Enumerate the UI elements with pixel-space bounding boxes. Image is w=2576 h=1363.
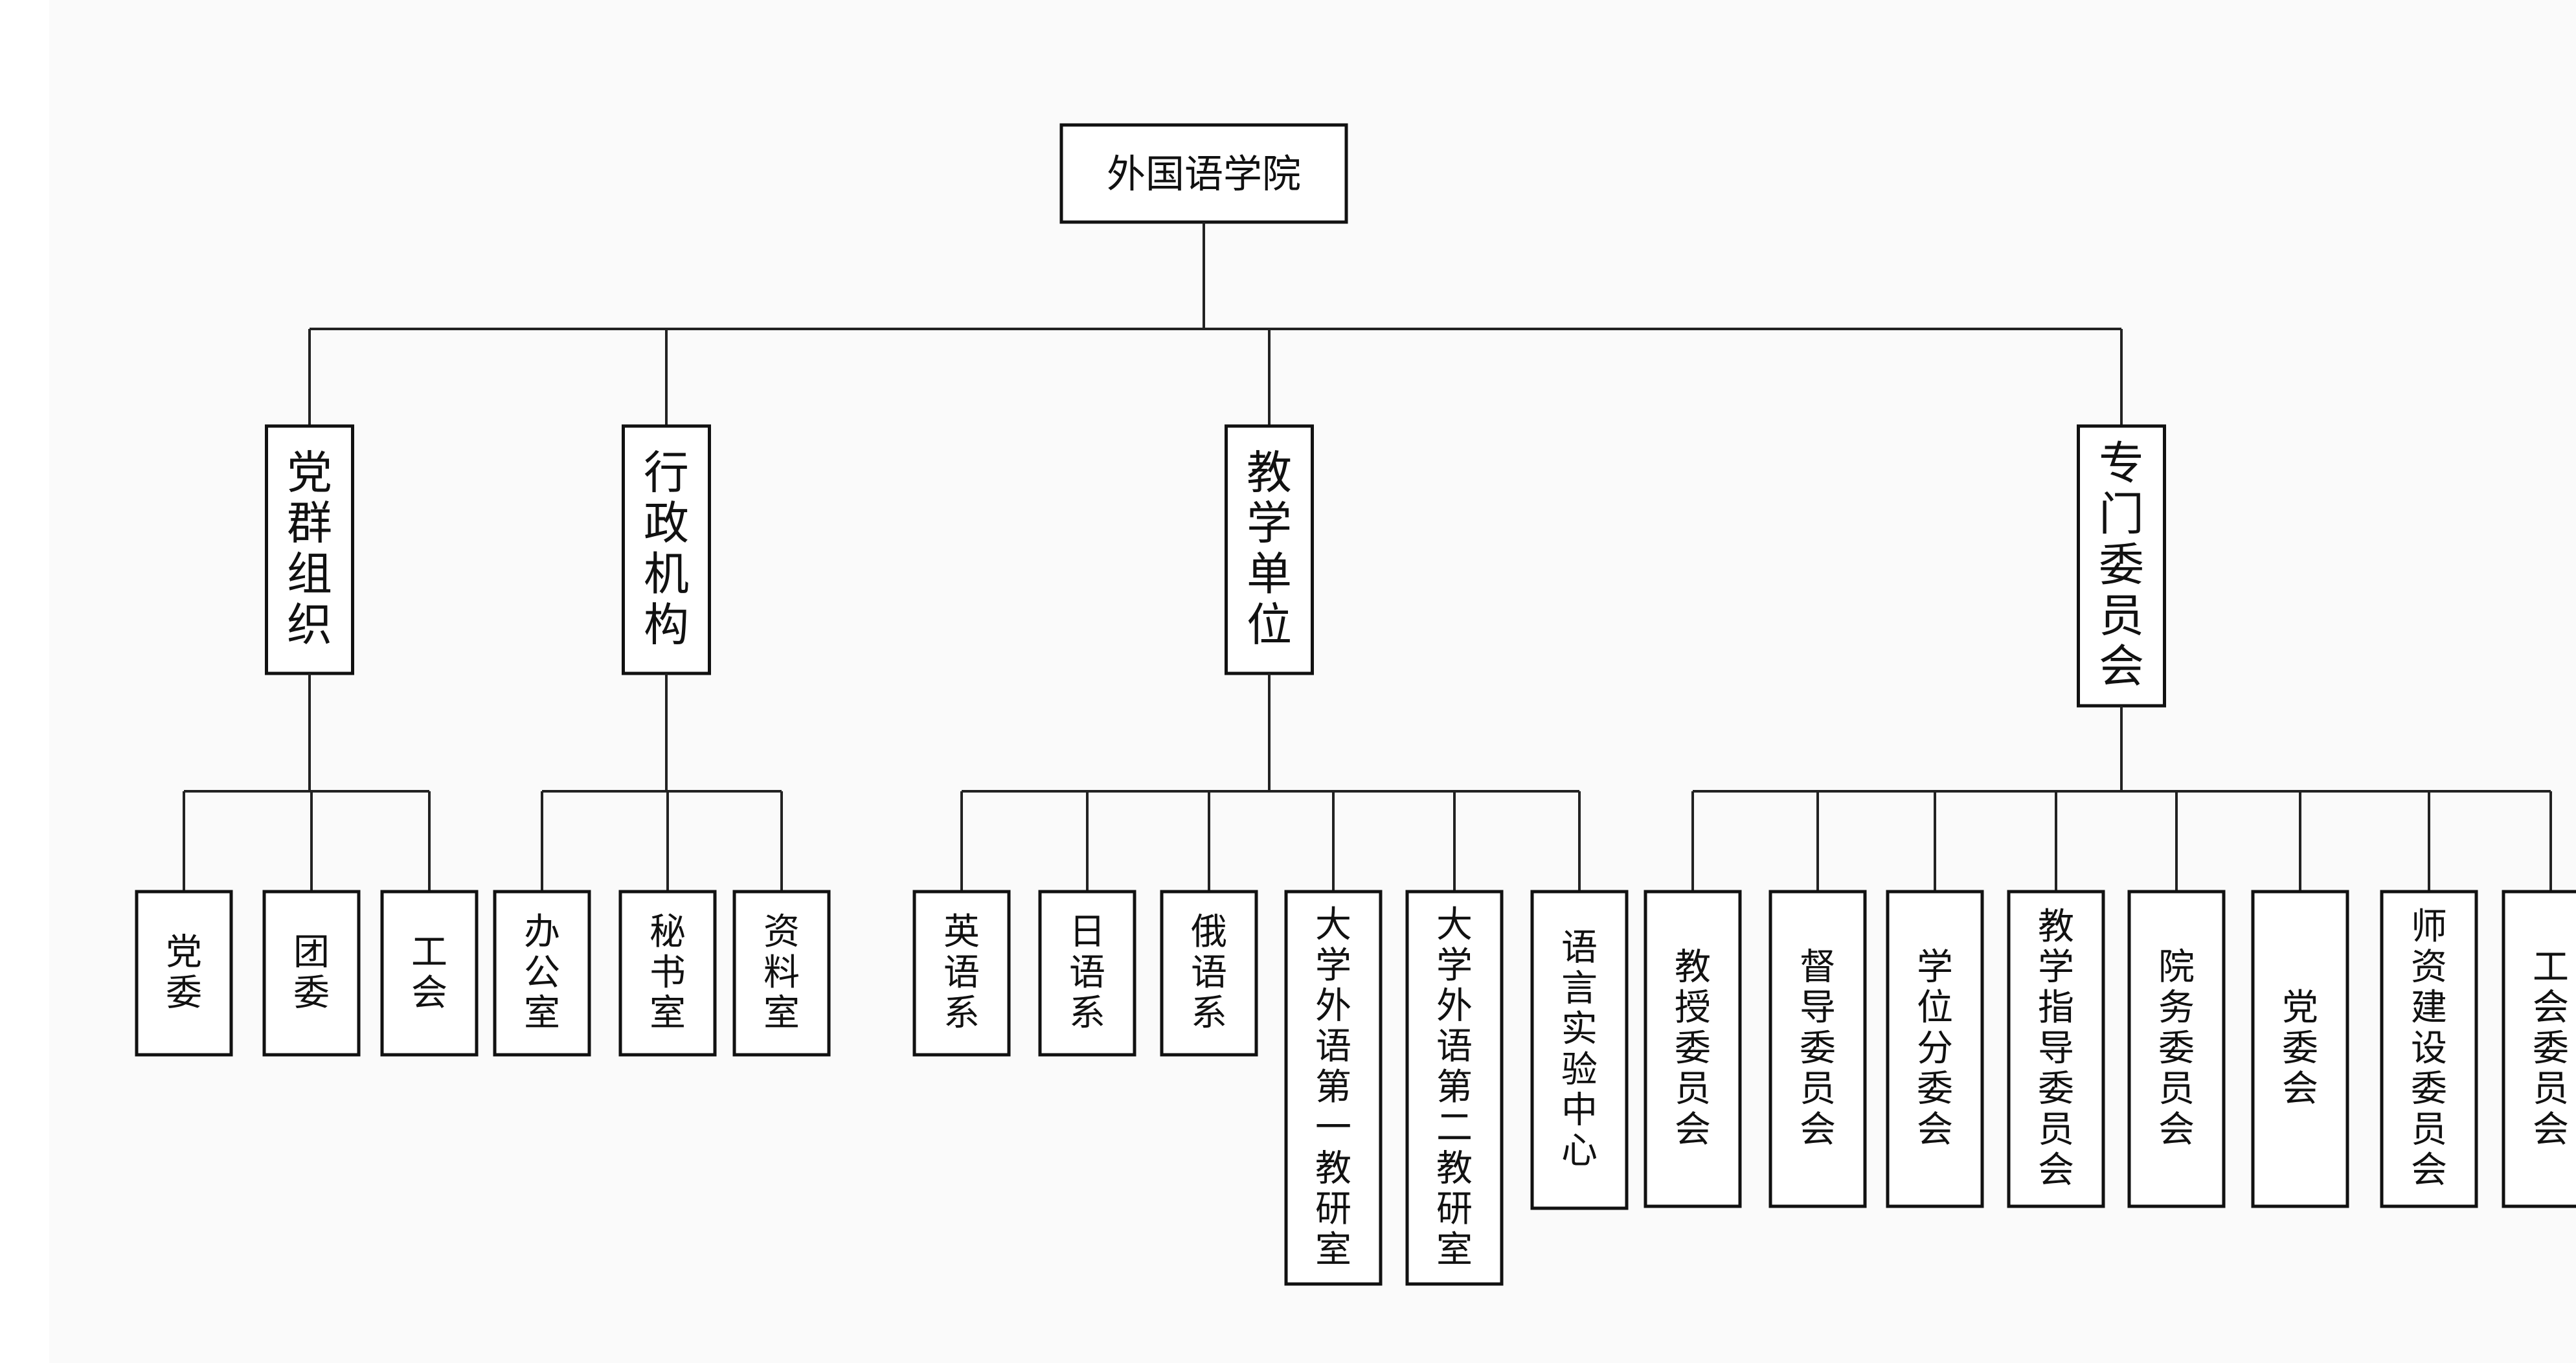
child-node-label: 资料室: [763, 911, 800, 1034]
child-node-label: 工会委员会: [2533, 946, 2569, 1151]
group-node-label: 行政机构: [644, 446, 689, 651]
child-node-box: [135, 890, 233, 1057]
child-node-box: [1038, 890, 1136, 1057]
child-node-box: [618, 890, 717, 1057]
child-node-box: [2251, 890, 2349, 1208]
child-node-label: 督导委员会: [1800, 946, 1836, 1151]
child-node-label: 日语系: [1069, 911, 1105, 1034]
child-node-box: [732, 890, 831, 1057]
group-node-label: 专门委员会: [2099, 437, 2144, 693]
root-node-box: [1059, 123, 1348, 224]
child-node-label: 党委会: [2282, 987, 2318, 1110]
child-node-box: [1160, 890, 1258, 1057]
group-node-label: 教学单位: [1247, 446, 1292, 651]
child-node-box: [2127, 890, 2226, 1208]
child-node-label: 教学指导委员会: [2038, 906, 2074, 1191]
group-node-box: [2077, 424, 2166, 708]
child-node-box: [2007, 890, 2105, 1208]
child-node-label: 大学外语第二教研室: [1436, 904, 1473, 1271]
child-node-box: [1768, 890, 1867, 1208]
child-node-label: 大学外语第一教研室: [1315, 904, 1351, 1271]
child-node-box: [2380, 890, 2478, 1208]
child-node-label: 教授委员会: [1675, 946, 1711, 1151]
child-node-label: 语言实验中心: [1561, 927, 1598, 1173]
child-node-box: [1644, 890, 1742, 1208]
child-node-label: 党委: [166, 932, 202, 1015]
child-node-box: [912, 890, 1011, 1057]
child-node-box: [262, 890, 361, 1057]
child-node-label: 俄语系: [1191, 911, 1227, 1034]
group-node-box: [265, 424, 354, 675]
child-node-label: 秘书室: [650, 911, 686, 1034]
child-node-box: [1405, 890, 1504, 1286]
child-node-label: 团委: [293, 932, 330, 1015]
child-node-label: 工会: [411, 932, 447, 1015]
child-node-box: [1530, 890, 1629, 1210]
child-node-box: [380, 890, 479, 1057]
child-node-box: [493, 890, 591, 1057]
group-node-label: 党群组织: [287, 446, 332, 651]
child-node-label: 院务委员会: [2158, 946, 2195, 1151]
group-node-box: [1225, 424, 1314, 675]
child-node-box: [2502, 890, 2576, 1208]
child-node-box: [1886, 890, 1984, 1208]
child-node-box: [1284, 890, 1383, 1286]
child-node-label: 师资建设委员会: [2411, 906, 2447, 1191]
child-node-label: 英语系: [943, 911, 980, 1034]
org-chart: 外国语学院党群组织党委 团委工会 行政机构办公室 秘书室 资料室 教学单位英语系 日语系 俄语…: [49, 0, 2576, 1363]
root-node-label: 外国语学院: [1107, 152, 1301, 197]
child-node-label: 办公室: [524, 911, 560, 1034]
child-node-label: 学位分委会: [1917, 946, 1953, 1151]
